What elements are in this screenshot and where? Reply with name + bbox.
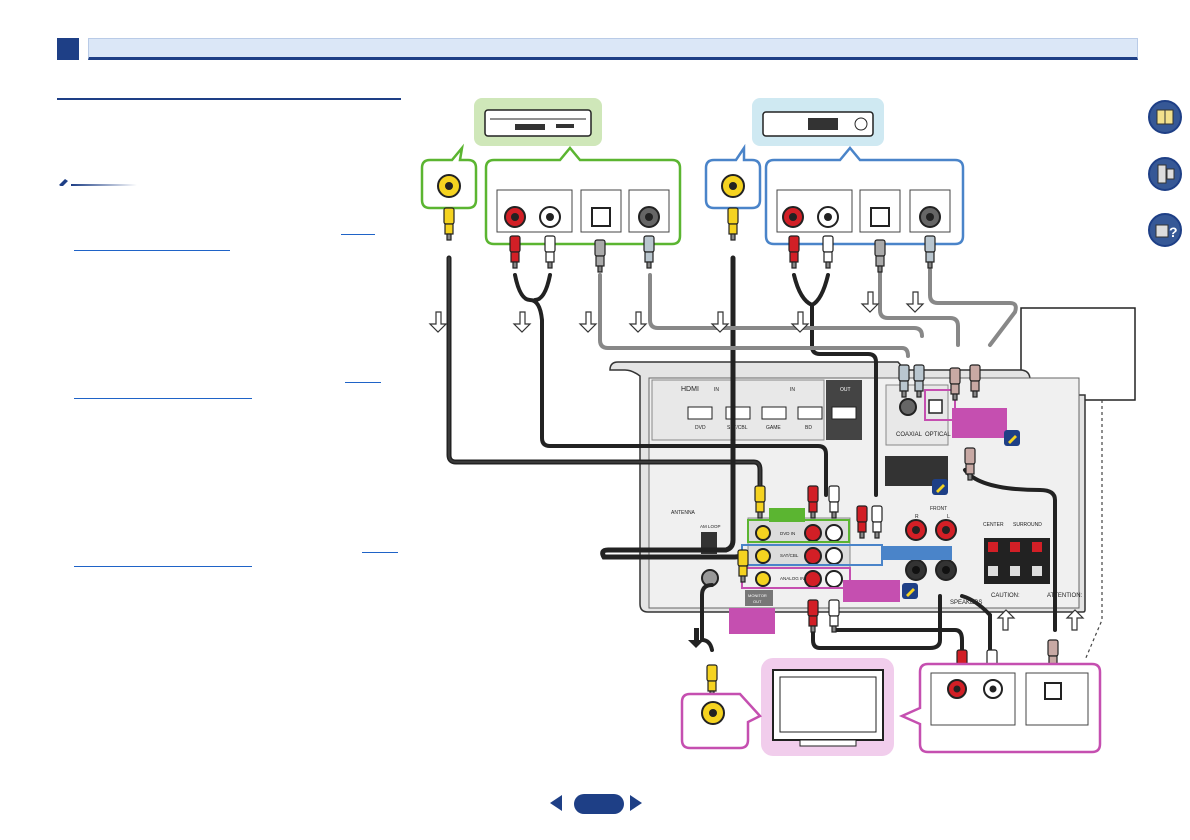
dvd-color-tag <box>769 508 805 522</box>
link-2-tail[interactable] <box>345 382 381 383</box>
book-icon[interactable] <box>1148 100 1182 134</box>
cd-color-tag <box>882 546 952 560</box>
section-rule <box>57 98 401 100</box>
tv-panel <box>761 658 894 756</box>
cd-player-icon <box>762 111 874 137</box>
hdmi-satcbl-label: SAT/CBL <box>727 425 748 431</box>
arrow-left-icon[interactable] <box>548 793 564 813</box>
tv-audio-color-tag <box>843 580 900 602</box>
link-1-tail[interactable] <box>341 234 375 235</box>
satcbl-in-label: SAT/CBL <box>780 553 799 558</box>
optical-color-tag <box>952 408 1007 438</box>
tv-icon <box>772 669 884 747</box>
help-icon[interactable]: ? <box>1148 213 1182 247</box>
audio-label: AUDIO <box>780 508 803 515</box>
cd-audio-callout <box>764 146 965 246</box>
dvd-in-label: DVD IN <box>780 531 795 536</box>
hdmi-out-label: OUT <box>840 387 851 393</box>
pencil-icon <box>1004 430 1020 446</box>
monitor-out-label: MONITOR <box>748 593 767 598</box>
remote-control-icon[interactable] <box>1148 157 1182 191</box>
front-l-label: L <box>947 514 950 520</box>
cd-player-panel <box>752 98 884 146</box>
center-label: CENTER <box>983 522 1004 528</box>
tv-video-callout <box>680 692 763 750</box>
coax-tag <box>885 456 948 486</box>
section-marker <box>57 38 79 60</box>
tv-audio-callout <box>898 662 1102 754</box>
analog-in-label: ANALOG IN <box>780 576 805 581</box>
link-1-underline[interactable] <box>74 250 230 251</box>
pencil-icon-3 <box>902 583 918 599</box>
link-3-underline[interactable] <box>74 566 252 567</box>
link-3-tail[interactable] <box>362 552 398 553</box>
help-glyph: ? <box>1155 224 1178 240</box>
hdmi-in-2-label: IN <box>790 387 795 393</box>
dvd-player-icon <box>484 109 592 137</box>
hdmi-bd-label: BD <box>805 425 812 431</box>
am-loop-label: AM LOOP <box>700 524 721 529</box>
caution-label: CAUTION: <box>991 593 1020 599</box>
cd-video-callout <box>704 143 762 210</box>
book-glyph <box>1156 109 1174 125</box>
front-r-label: R <box>915 514 919 520</box>
monitor-out-2-label: OUT <box>753 599 762 604</box>
surround-label: SURROUND <box>1013 522 1042 528</box>
speakers-label: SPEAKERS <box>950 600 982 606</box>
hdmi-dvd-label: DVD <box>695 425 706 431</box>
antenna-label: ANTENNA <box>671 510 696 516</box>
dvd-video-callout <box>420 143 478 210</box>
page-number <box>574 794 624 814</box>
arrow-right-icon[interactable] <box>628 793 644 813</box>
monitor-color-tag <box>729 608 775 634</box>
info-box <box>1020 307 1136 401</box>
coaxial-label: COAXIAL <box>896 432 923 438</box>
dvd-player-panel <box>474 98 602 146</box>
dvd-audio-callout <box>484 146 682 246</box>
front-label: FRONT <box>930 506 947 512</box>
hdmi-game-label: GAME <box>766 425 781 431</box>
hdmi-in-1-label: IN <box>714 387 719 393</box>
hdmi-label: HDMI <box>681 386 699 393</box>
section-header-bar <box>88 38 1138 60</box>
link-2-underline[interactable] <box>74 398 252 399</box>
attention-label: ATTENTION: <box>1047 593 1083 599</box>
receiver-rear-panel: HDMI IN IN OUT DVD SAT/CBL GAME BD COAXI… <box>609 361 1086 613</box>
svg-text:?: ? <box>1169 224 1178 240</box>
pencil-icon-2 <box>932 479 948 495</box>
optical-label: OPTICAL <box>925 432 951 438</box>
note-pencil-icon <box>59 179 137 186</box>
remote-glyph <box>1157 164 1175 184</box>
